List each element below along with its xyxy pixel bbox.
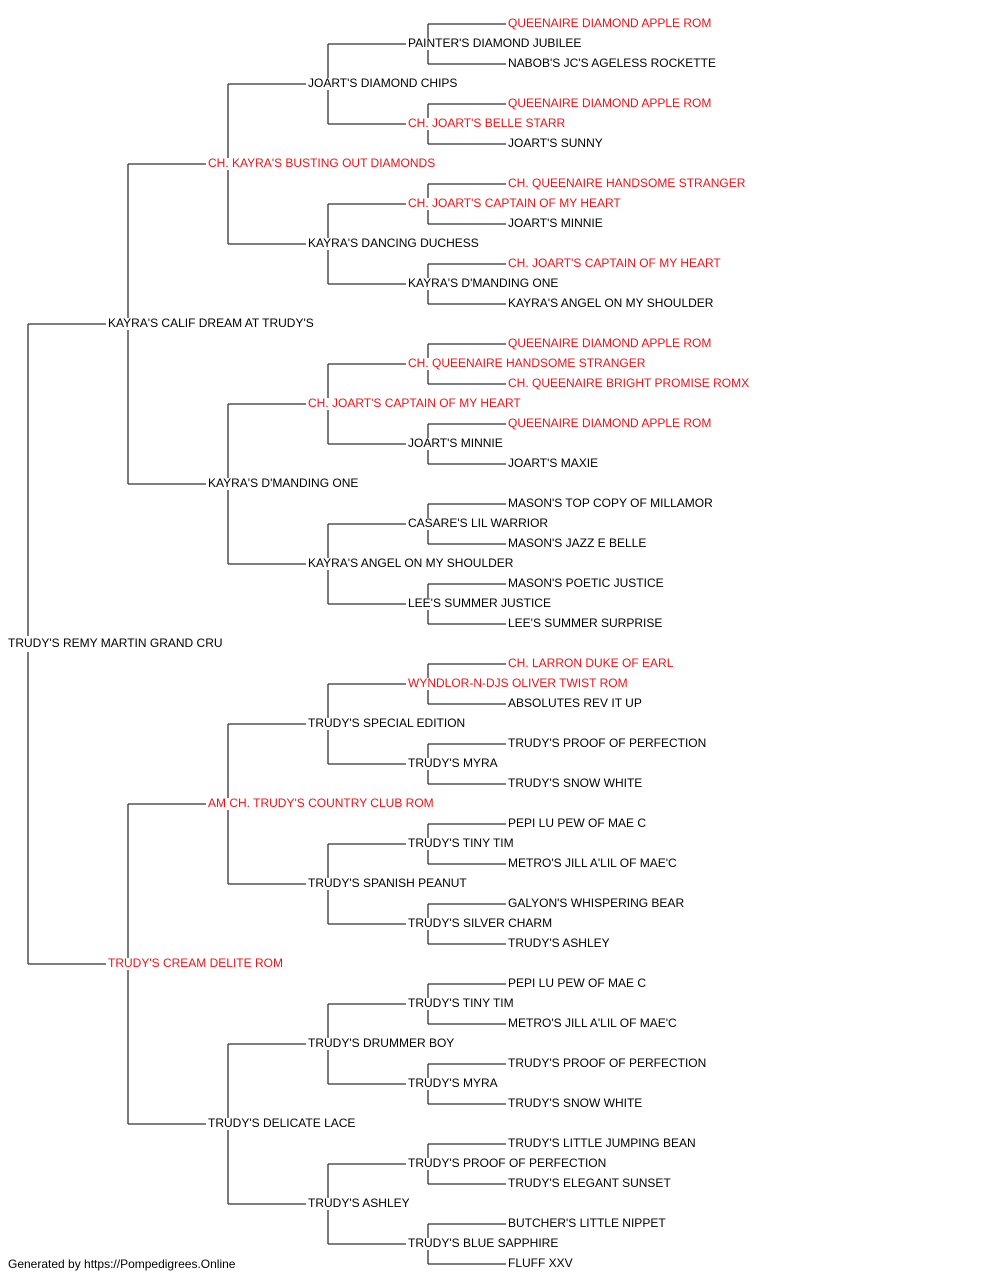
gen4-ancestor-name: LEE'S SUMMER JUSTICE xyxy=(408,596,551,610)
great-grandparent-name: TRUDY'S SPANISH PEANUT xyxy=(308,876,467,890)
gen4-ancestor-name: TRUDY'S MYRA xyxy=(408,1076,498,1090)
gen4-ancestor-name: CASARE'S LIL WARRIOR xyxy=(408,516,548,530)
gen4-ancestor-name: TRUDY'S MYRA xyxy=(408,756,498,770)
gen5-ancestor-name: TRUDY'S ASHLEY xyxy=(508,936,610,950)
gen5-ancestor-name: ABSOLUTES REV IT UP xyxy=(508,696,642,710)
gen4-ancestor-name: TRUDY'S TINY TIM xyxy=(408,996,514,1010)
gen5-ancestor-name: QUEENAIRE DIAMOND APPLE ROM xyxy=(508,336,711,350)
gen5-ancestor-name: QUEENAIRE DIAMOND APPLE ROM xyxy=(508,96,711,110)
gen5-ancestor-name: METRO'S JILL A'LIL OF MAE'C xyxy=(508,856,677,870)
gen5-ancestor-name: MASON'S JAZZ E BELLE xyxy=(508,536,646,550)
great-grandparent-name: KAYRA'S DANCING DUCHESS xyxy=(308,236,479,250)
gen4-ancestor-name: KAYRA'S D'MANDING ONE xyxy=(408,276,558,290)
gen5-ancestor-name: FLUFF XXV xyxy=(508,1256,573,1270)
parent-name: TRUDY'S CREAM DELITE ROM xyxy=(108,956,283,970)
gen4-ancestor-name: CH. JOART'S BELLE STARR xyxy=(408,116,566,130)
gen5-ancestor-name: QUEENAIRE DIAMOND APPLE ROM xyxy=(508,416,711,430)
gen5-ancestor-name: JOART'S SUNNY xyxy=(508,136,603,150)
gen5-ancestor-name: TRUDY'S PROOF OF PERFECTION xyxy=(508,1056,706,1070)
great-grandparent-name: JOART'S DIAMOND CHIPS xyxy=(308,76,457,90)
gen5-ancestor-name: PEPI LU PEW OF MAE C xyxy=(508,976,646,990)
great-grandparent-name: TRUDY'S ASHLEY xyxy=(308,1196,410,1210)
gen4-ancestor-name: CH. QUEENAIRE HANDSOME STRANGER xyxy=(408,356,646,370)
gen5-ancestor-name: JOART'S MAXIE xyxy=(508,456,598,470)
gen5-ancestor-name: LEE'S SUMMER SURPRISE xyxy=(508,616,662,630)
generated-by-footer: Generated by https://Pompedigrees.Online xyxy=(8,1257,236,1271)
gen5-ancestor-name: PEPI LU PEW OF MAE C xyxy=(508,816,646,830)
gen5-ancestor-name: CH. JOART'S CAPTAIN OF MY HEART xyxy=(508,256,721,270)
gen5-ancestor-name: CH. QUEENAIRE BRIGHT PROMISE ROMX xyxy=(508,376,749,390)
gen5-ancestor-name: CH. LARRON DUKE OF EARL xyxy=(508,656,674,670)
gen5-ancestor-name: TRUDY'S SNOW WHITE xyxy=(508,776,642,790)
gen5-ancestor-name: TRUDY'S SNOW WHITE xyxy=(508,1096,642,1110)
gen5-ancestor-name: NABOB'S JC'S AGELESS ROCKETTE xyxy=(508,56,716,70)
gen4-ancestor-name: TRUDY'S SILVER CHARM xyxy=(408,916,552,930)
gen5-ancestor-name: JOART'S MINNIE xyxy=(508,216,603,230)
gen4-ancestor-name: JOART'S MINNIE xyxy=(408,436,503,450)
great-grandparent-name: CH. JOART'S CAPTAIN OF MY HEART xyxy=(308,396,521,410)
gen5-ancestor-name: BUTCHER'S LITTLE NIPPET xyxy=(508,1216,666,1230)
gen4-ancestor-name: CH. JOART'S CAPTAIN OF MY HEART xyxy=(408,196,621,210)
gen5-ancestor-name: MASON'S TOP COPY OF MILLAMOR xyxy=(508,496,713,510)
grandparent-name: KAYRA'S D'MANDING ONE xyxy=(208,476,358,490)
gen4-ancestor-name: TRUDY'S BLUE SAPPHIRE xyxy=(408,1236,558,1250)
gen5-ancestor-name: TRUDY'S ELEGANT SUNSET xyxy=(508,1176,671,1190)
parent-name: KAYRA'S CALIF DREAM AT TRUDY'S xyxy=(108,316,314,330)
great-grandparent-name: TRUDY'S SPECIAL EDITION xyxy=(308,716,465,730)
grandparent-name: AM CH. TRUDY'S COUNTRY CLUB ROM xyxy=(208,796,434,810)
gen4-ancestor-name: PAINTER'S DIAMOND JUBILEE xyxy=(408,36,581,50)
grandparent-name: TRUDY'S DELICATE LACE xyxy=(208,1116,355,1130)
gen5-ancestor-name: CH. QUEENAIRE HANDSOME STRANGER xyxy=(508,176,746,190)
gen5-ancestor-name: GALYON'S WHISPERING BEAR xyxy=(508,896,684,910)
grandparent-name: CH. KAYRA'S BUSTING OUT DIAMONDS xyxy=(208,156,435,170)
gen5-ancestor-name: KAYRA'S ANGEL ON MY SHOULDER xyxy=(508,296,714,310)
gen5-ancestor-name: TRUDY'S PROOF OF PERFECTION xyxy=(508,736,706,750)
gen5-ancestor-name: METRO'S JILL A'LIL OF MAE'C xyxy=(508,1016,677,1030)
gen4-ancestor-name: WYNDLOR-N-DJS OLIVER TWIST ROM xyxy=(408,676,628,690)
great-grandparent-name: TRUDY'S DRUMMER BOY xyxy=(308,1036,454,1050)
gen5-ancestor-name: MASON'S POETIC JUSTICE xyxy=(508,576,664,590)
gen5-ancestor-name: QUEENAIRE DIAMOND APPLE ROM xyxy=(508,16,711,30)
gen4-ancestor-name: TRUDY'S TINY TIM xyxy=(408,836,514,850)
subject-name: TRUDY'S REMY MARTIN GRAND CRU xyxy=(8,636,223,650)
great-grandparent-name: KAYRA'S ANGEL ON MY SHOULDER xyxy=(308,556,514,570)
gen4-ancestor-name: TRUDY'S PROOF OF PERFECTION xyxy=(408,1156,606,1170)
gen5-ancestor-name: TRUDY'S LITTLE JUMPING BEAN xyxy=(508,1136,696,1150)
